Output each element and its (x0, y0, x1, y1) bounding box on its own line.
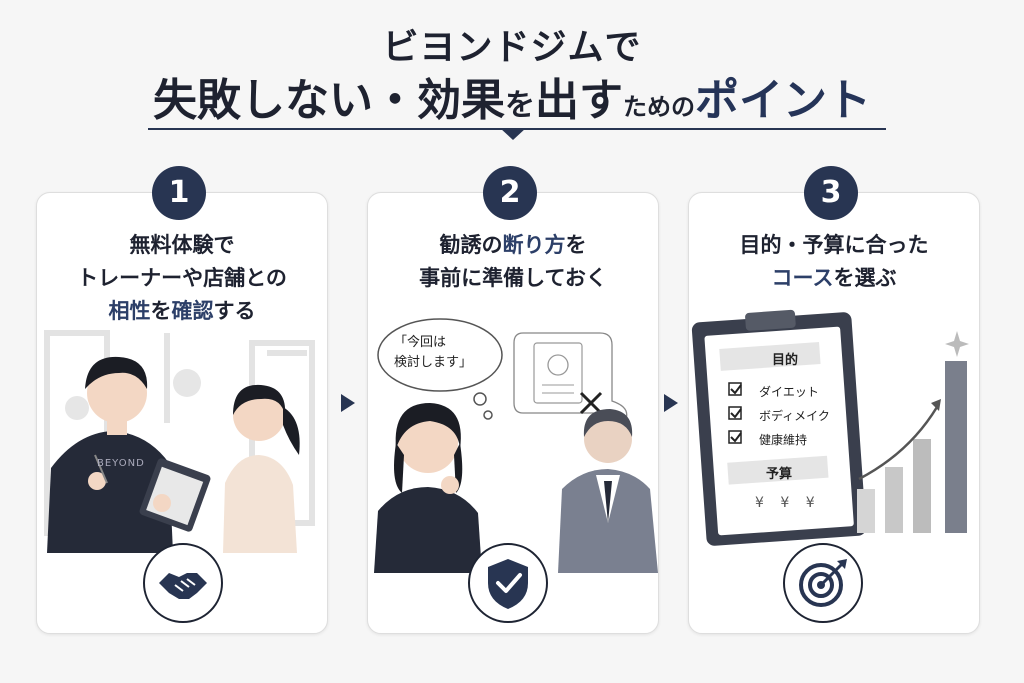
next-arrow-2 (664, 394, 678, 412)
card1-heading: 無料体験で トレーナーや店舗との 相性を確認する (37, 229, 327, 328)
step-number-3: 3 (804, 166, 858, 220)
card2-heading: 勧誘の断り方を 事前に準備しておく (368, 229, 658, 295)
shield-check-icon (488, 559, 528, 609)
card1-hl-confirm: 確認 (171, 299, 214, 323)
next-arrow-1 (341, 394, 355, 412)
page-title-line2: 失敗しない・効果を出すためのポイント (0, 64, 1024, 128)
card1-end: する (213, 299, 256, 323)
card1-heading-line2: トレーナーや店舗との (77, 266, 287, 290)
handshake-icon (159, 573, 207, 599)
title-part-3: 出す (535, 75, 623, 126)
card3-hl: コース (771, 266, 834, 290)
card-course: 目的・予算に合った コースを選ぶ 目的 ダイエット ボディメイク 健康維持 予算… (688, 192, 980, 634)
refusal-illustration (374, 318, 658, 573)
card3-heading-line1: 目的・予算に合った (739, 233, 929, 257)
card3-heading: 目的・予算に合った コースを選ぶ (689, 229, 979, 295)
title-part-1: 失敗しない・効果 (153, 75, 505, 126)
card2-b: を (565, 233, 587, 257)
clip-item-health: 健康維持 (759, 433, 808, 447)
clip-goal-title: 目的 (771, 353, 798, 368)
clip-budget-title: 予算 (765, 467, 792, 482)
course-illustration (691, 309, 969, 546)
card3-b: を選ぶ (833, 266, 897, 290)
card1-heading-line3: 相性を確認する (37, 295, 327, 328)
card3-heading-line2: コースを選ぶ (689, 262, 979, 295)
page-title-line1: ビヨンドジムで (382, 27, 642, 68)
title-divider-pointer (500, 128, 526, 140)
title-part-4: ための (623, 93, 695, 121)
shield-badge (468, 543, 548, 623)
clip-item-diet: ダイエット (759, 385, 819, 399)
title-part-2: を (505, 88, 535, 123)
clip-item-bodymake: ボディメイク (759, 409, 830, 423)
title-part-5: ポイント (695, 75, 871, 126)
card2-hl: 断り方 (502, 233, 566, 257)
thought-bubble-text: 「今回は 検討します」 (394, 333, 472, 373)
card2-heading-line2: 事前に準備しておく (419, 266, 607, 290)
step-number-1: 1 (152, 166, 206, 220)
card1-heading-line1: 無料体験で (129, 233, 235, 257)
card2-heading-line1: 勧誘の断り方を (368, 229, 658, 262)
handshake-badge (143, 543, 223, 623)
shirt-logo: BEYOND (97, 458, 145, 469)
card1-hl-compat: 相性 (108, 299, 151, 323)
card1-mid: を (150, 299, 172, 323)
clip-yen: ¥ ¥ ¥ (755, 495, 821, 511)
card2-a: 勧誘の (439, 233, 503, 257)
bubble-line1: 「今回は (394, 335, 447, 350)
card-refusal: 勧誘の断り方を 事前に準備しておく 「今回は 検討します」 (367, 192, 659, 634)
target-badge (783, 543, 863, 623)
trial-illustration (44, 330, 315, 553)
target-icon (799, 559, 847, 607)
step-number-2: 2 (483, 166, 537, 220)
card-trial: 無料体験で トレーナーや店舗との 相性を確認する BEYOND (36, 192, 328, 634)
bubble-line2: 検討します」 (394, 355, 473, 370)
